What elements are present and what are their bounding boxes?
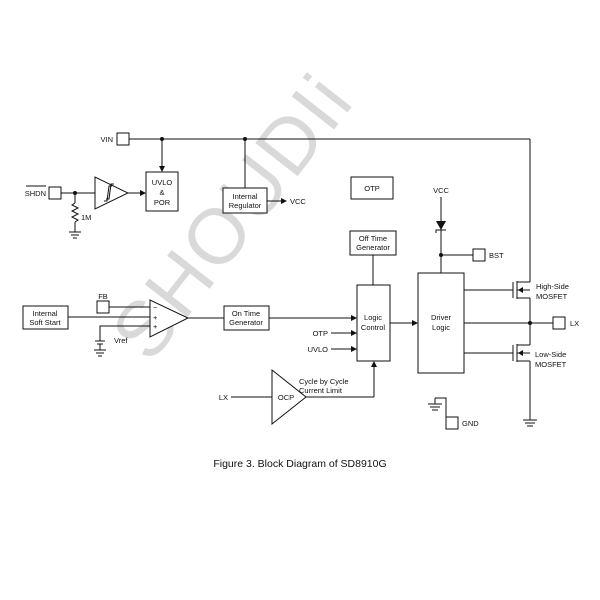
otp-input-label: OTP	[313, 329, 328, 338]
internal-regulator-line1: Internal	[232, 192, 257, 201]
arrow-icon	[140, 190, 146, 196]
shdn-label: SHDN	[25, 189, 46, 198]
uvlo-por-line2: &	[159, 188, 164, 197]
bst-label: BST	[489, 251, 504, 260]
otp-block-label: OTP	[364, 184, 379, 193]
shdn-pin	[48, 186, 62, 200]
diode-bar	[435, 229, 446, 233]
uvlo-input-label: UVLO	[308, 345, 329, 354]
driver-logic-block	[417, 272, 465, 374]
arrow-icon	[412, 320, 418, 326]
fb-pin	[96, 300, 110, 314]
arrow-icon	[351, 330, 357, 336]
low-side-line1: Low-Side	[535, 350, 566, 359]
on-time-generator-block	[223, 305, 270, 331]
logic-control-line2: Control	[361, 323, 386, 332]
comparator-plus-2: +	[153, 322, 158, 331]
lx-input-label: LX	[219, 393, 228, 402]
on-time-line1: On Time	[232, 309, 260, 318]
lx-label: LX	[570, 319, 579, 328]
gnd-label: GND	[462, 419, 479, 428]
soft-start-line2: Soft Start	[29, 318, 61, 327]
arrow-icon	[351, 315, 357, 321]
gnd-wire	[435, 397, 447, 418]
comparator-minus: −	[153, 303, 158, 312]
low-side-line2: MOSFET	[535, 360, 567, 369]
arrow-icon	[371, 361, 377, 367]
arrow-icon	[159, 166, 165, 172]
vref-wire	[99, 325, 150, 341]
ocp-block	[271, 368, 307, 426]
driver-logic-line1: Driver	[431, 313, 452, 322]
on-time-line2: Generator	[229, 318, 263, 327]
comparator-plus-1: +	[153, 313, 158, 322]
comparator	[149, 299, 190, 338]
uvlo-por-line1: UVLO	[152, 178, 173, 187]
soft-start-line1: Internal	[32, 309, 57, 318]
ocp-label: OCP	[278, 393, 294, 402]
arrow-icon	[351, 346, 357, 352]
cycle-limit-line2: Current Limit	[299, 386, 343, 395]
vcc-out-label: VCC	[290, 197, 306, 206]
off-time-line1: Off Time	[359, 234, 387, 243]
vref-label: Vref	[114, 336, 128, 345]
arrow-icon	[281, 198, 287, 204]
bst-pin	[472, 248, 486, 262]
high-side-line1: High-Side	[536, 282, 569, 291]
lx-pin	[552, 316, 566, 330]
resistor-icon	[70, 202, 80, 223]
internal-regulator-line2: Regulator	[229, 201, 262, 210]
cycle-limit-line1: Cycle by Cycle	[299, 377, 349, 386]
uvlo-por-block	[145, 171, 179, 212]
hysteresis-icon	[106, 183, 114, 200]
vcc-top-label: VCC	[433, 186, 449, 195]
logic-control-block	[356, 284, 391, 362]
internal-regulator-block	[222, 187, 268, 214]
off-time-line2: Generator	[356, 243, 390, 252]
diode-icon	[436, 221, 446, 230]
gnd-pin	[445, 416, 459, 430]
vin-pin	[116, 132, 130, 146]
figure-caption: Figure 3. Block Diagram of SD8910G	[213, 458, 386, 470]
driver-logic-line2: Logic	[432, 323, 450, 332]
uvlo-por-line3: POR	[154, 198, 171, 207]
ground-icon	[523, 419, 537, 427]
ground-icon	[94, 349, 106, 357]
schmitt-buffer	[94, 176, 130, 210]
low-side-mosfet-icon	[512, 344, 530, 362]
high-side-mosfet-icon	[512, 281, 530, 299]
vin-label: VIN	[100, 135, 113, 144]
otp-block	[350, 176, 394, 200]
high-side-line2: MOSFET	[536, 292, 568, 301]
ground-icon	[428, 403, 442, 411]
logic-control-line1: Logic	[364, 313, 382, 322]
ground-icon	[69, 231, 81, 239]
fb-label: FB	[98, 292, 108, 301]
resistor-label: 1M	[81, 213, 91, 222]
